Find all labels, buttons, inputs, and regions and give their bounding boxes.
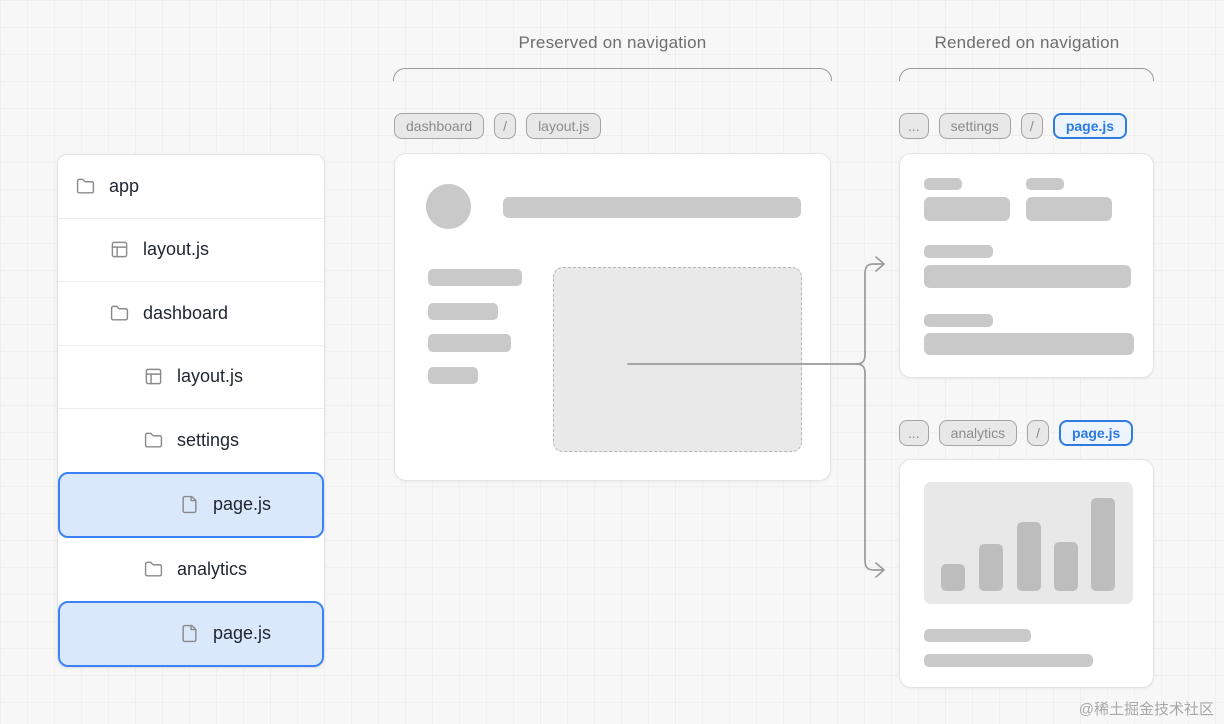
breadcrumb-settings: ... settings / page.js — [899, 113, 1128, 139]
file-icon — [180, 624, 199, 643]
breadcrumb-ellipsis: ... — [899, 113, 929, 139]
folder-icon — [144, 431, 163, 450]
nav-item-placeholder — [428, 303, 498, 320]
field-input-placeholder — [924, 197, 1010, 221]
header-bar-placeholder — [503, 197, 801, 218]
breadcrumb-chip-dashboard: dashboard — [394, 113, 485, 139]
rendered-column-title: Rendered on navigation — [934, 33, 1120, 52]
layout-wireframe-card — [394, 153, 831, 481]
tree-label: analytics — [177, 558, 248, 579]
field-label-placeholder — [1026, 178, 1064, 190]
tree-row-app: app — [58, 155, 324, 219]
nav-item-placeholder — [428, 334, 511, 352]
breadcrumb-separator: / — [1020, 113, 1043, 139]
tree-label: layout.js — [143, 239, 210, 260]
arrowhead-up — [875, 256, 885, 272]
page-slot-placeholder — [553, 267, 802, 452]
chart-bar — [1091, 498, 1115, 591]
breadcrumb-separator: / — [1027, 420, 1050, 446]
tree-label: page.js — [213, 623, 272, 644]
file-icon — [180, 495, 199, 514]
preserved-bracket — [393, 68, 832, 81]
field-label-placeholder — [924, 314, 993, 327]
field-input-placeholder — [924, 333, 1134, 355]
chart-bar — [979, 544, 1003, 591]
folder-icon — [144, 560, 163, 579]
settings-page-wireframe-card — [899, 153, 1154, 378]
watermark: @稀土掘金技术社区 — [1078, 701, 1214, 718]
chart-bar — [1017, 522, 1041, 591]
nav-item-placeholder — [428, 269, 522, 286]
folder-icon — [110, 304, 129, 323]
breadcrumb-chip-analytics: analytics — [938, 420, 1018, 446]
bar-chart-placeholder — [924, 482, 1133, 604]
arrow-to-settings — [855, 263, 884, 365]
tree-row-page-js-settings-highlighted: page.js — [58, 471, 324, 538]
breadcrumb-analytics: ... analytics / page.js — [899, 420, 1134, 446]
field-label-placeholder — [924, 178, 962, 190]
layout-icon — [144, 367, 163, 386]
rendered-bracket — [899, 68, 1154, 81]
tree-label: page.js — [213, 494, 272, 515]
tree-label: layout.js — [177, 366, 244, 387]
tree-label: settings — [177, 429, 240, 450]
arrow-to-analytics — [855, 363, 884, 571]
tree-row-dashboard: dashboard — [58, 282, 324, 346]
tree-label: app — [109, 175, 140, 196]
folder-icon — [76, 177, 95, 196]
breadcrumb-preserved: dashboard / layout.js — [394, 113, 602, 139]
breadcrumb-separator: / — [494, 113, 517, 139]
avatar-placeholder — [426, 184, 471, 229]
chart-bar — [941, 564, 965, 591]
field-label-placeholder — [924, 245, 993, 258]
analytics-page-wireframe-card — [899, 459, 1154, 688]
arrowhead-down — [875, 562, 885, 578]
field-input-placeholder — [924, 265, 1131, 288]
text-line-placeholder — [924, 629, 1031, 642]
tree-label: dashboard — [143, 302, 229, 323]
tree-row-analytics: analytics — [58, 538, 324, 601]
file-tree: app layout.js dashboard layout.js settin — [57, 154, 325, 668]
breadcrumb-chip-page-js-active: page.js — [1059, 420, 1134, 446]
breadcrumb-chip-page-js-active: page.js — [1052, 113, 1128, 139]
layout-icon — [110, 240, 129, 259]
breadcrumb-chip-layout-js: layout.js — [526, 113, 602, 139]
tree-row-layout-js: layout.js — [58, 219, 324, 282]
tree-row-settings: settings — [58, 409, 324, 472]
tree-row-layout-js-nested: layout.js — [58, 346, 324, 409]
nav-item-placeholder — [428, 367, 478, 384]
chart-bar — [1054, 542, 1078, 591]
breadcrumb-chip-settings: settings — [938, 113, 1011, 139]
preserved-column-title: Preserved on navigation — [518, 33, 707, 52]
breadcrumb-ellipsis: ... — [899, 420, 929, 446]
text-line-placeholder — [924, 654, 1093, 667]
field-input-placeholder — [1026, 197, 1112, 221]
tree-row-page-js-analytics-highlighted: page.js — [58, 600, 324, 667]
